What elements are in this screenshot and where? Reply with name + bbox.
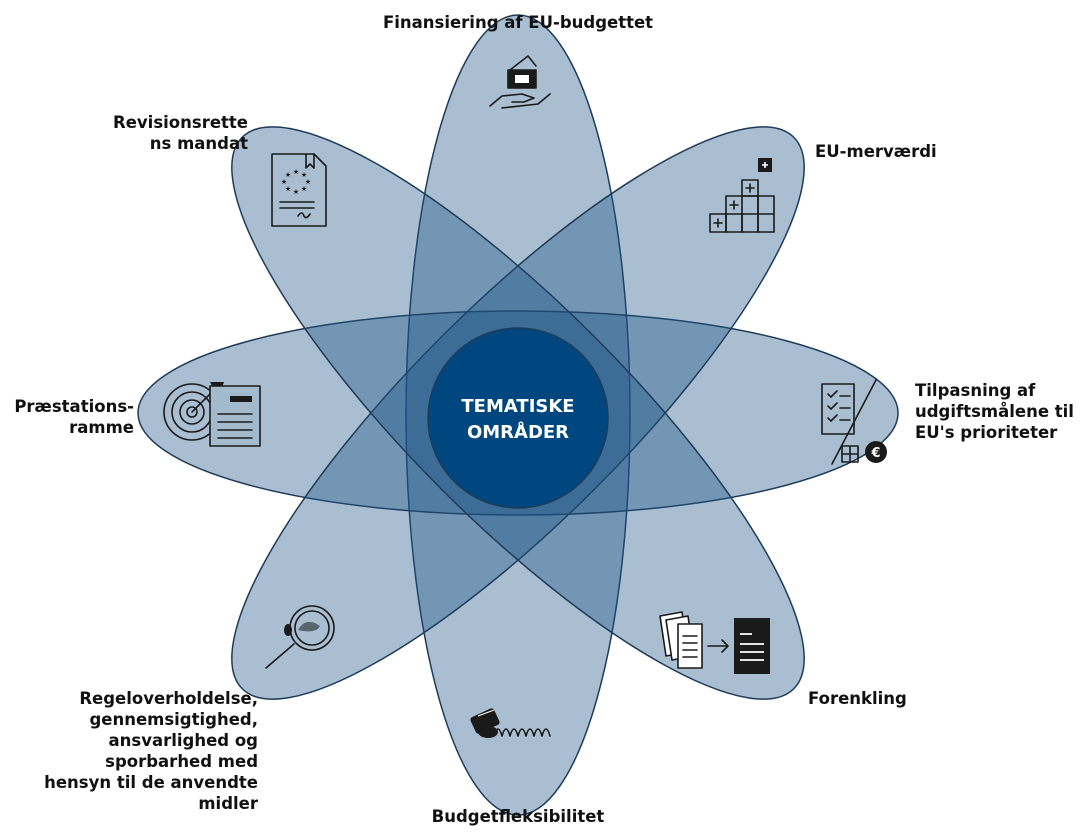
money-hand-icon xyxy=(489,55,551,109)
center-circle xyxy=(427,327,609,509)
svg-text:★: ★ xyxy=(293,188,299,196)
svg-text:★: ★ xyxy=(285,171,291,179)
label-financing: Finansiering af EU-budgettet xyxy=(382,13,654,32)
label-performance-line2: ramme xyxy=(69,418,134,437)
label-compliance-line2: gennemsigtighed, xyxy=(89,710,258,729)
label-mandate: Revisionsrette ns mandat xyxy=(60,112,248,154)
center-label-line2: OMRÅDER xyxy=(466,422,570,443)
label-mandate-line2: ns mandat xyxy=(149,134,248,153)
label-spending-alignment-line1: Tilpasning af xyxy=(915,381,1036,400)
label-compliance-line6: midler xyxy=(198,794,258,813)
documents-arrow-icon xyxy=(659,611,770,674)
checklist-euro-icon: € xyxy=(821,379,887,465)
magnifier-icon xyxy=(265,605,335,669)
label-compliance-line3: ansvarlighed og xyxy=(108,731,259,750)
svg-text:★: ★ xyxy=(301,185,307,193)
svg-text:€: € xyxy=(870,446,880,461)
svg-text:★: ★ xyxy=(281,178,287,186)
label-compliance: Regeloverholdelse, gennemsigtighed, ansv… xyxy=(0,688,258,814)
label-spending-alignment-line2: udgiftsmålene til xyxy=(915,402,1074,421)
target-document-icon xyxy=(163,382,261,447)
center-label-line1: TEMATISKE xyxy=(461,396,575,417)
svg-text:★: ★ xyxy=(285,185,291,193)
plus-staircase-icon xyxy=(709,158,775,233)
svg-text:★: ★ xyxy=(301,171,307,179)
certificate-icon: ★★★ ★★★ ★★ xyxy=(271,153,327,227)
label-budget-flexibility: Budgetfleksibilitet xyxy=(431,807,605,826)
label-performance-line1: Præstations- xyxy=(14,397,134,416)
label-compliance-line4: sporbarhed med xyxy=(105,752,258,771)
label-compliance-line1: Regeloverholdelse, xyxy=(79,689,258,708)
label-performance: Præstations- ramme xyxy=(0,396,134,438)
label-simplification: Forenkling xyxy=(808,689,907,708)
center-label: TEMATISKE OMRÅDER xyxy=(428,394,608,446)
label-spending-alignment-line3: EU's prioriteter xyxy=(915,423,1058,442)
label-spending-alignment: Tilpasning af udgiftsmålene til EU's pri… xyxy=(915,380,1083,443)
svg-text:★: ★ xyxy=(305,178,311,186)
label-compliance-line5: hensyn til de anvendte xyxy=(44,773,258,792)
label-mandate-line1: Revisionsrette xyxy=(113,113,248,132)
svg-text:★: ★ xyxy=(293,168,299,176)
label-eu-added-value: EU-merværdi xyxy=(815,142,937,161)
cash-spring-icon xyxy=(470,708,551,738)
